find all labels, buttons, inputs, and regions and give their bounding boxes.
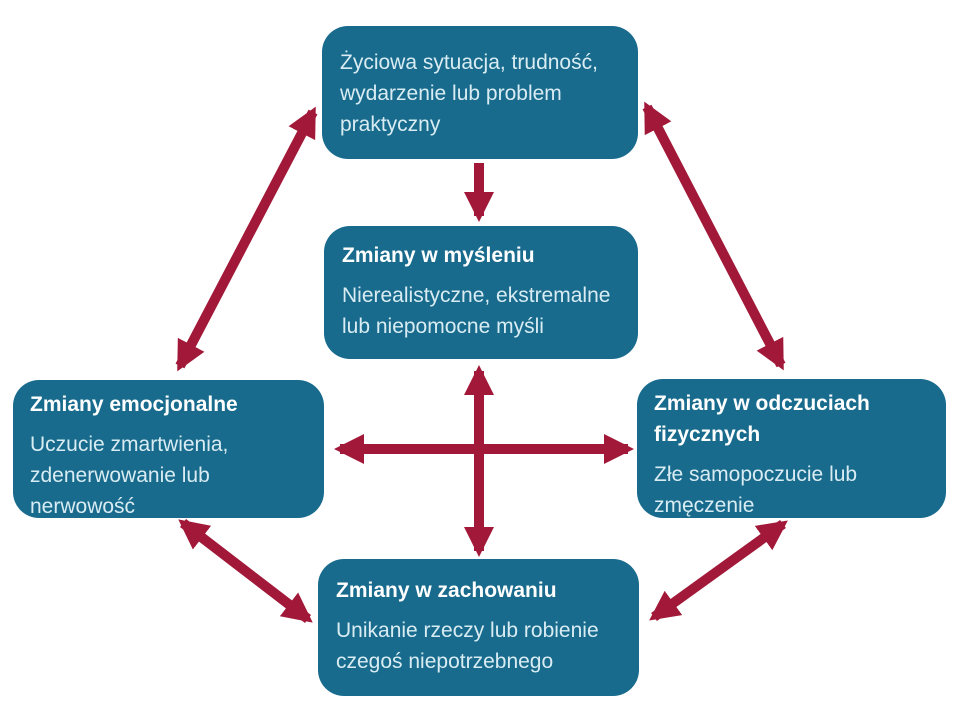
node-emotions-text: Uczucie zmartwienia, zdenerwowanie lub n… (30, 433, 229, 518)
node-emotions-title: Zmiany emocjonalne (30, 393, 238, 416)
node-physical-text: Złe samopoczucie lub zmęczenie (654, 463, 858, 517)
node-thoughts: Zmiany w myśleniu Nierealistyczne, ekstr… (324, 226, 638, 359)
node-emotions: Zmiany emocjonalne Uczucie zmartwienia, … (13, 380, 324, 518)
node-behaviour: Zmiany w zachowaniu Unikanie rzeczy lub … (318, 559, 639, 696)
node-situation: Życiowa sytuacja, trudność, wydarzenie l… (322, 26, 638, 159)
node-behaviour-title: Zmiany w zachowaniu (336, 579, 557, 602)
arrow-situation-physical (642, 101, 786, 371)
arrow-physical-behaviour (649, 519, 788, 622)
node-thoughts-text: Nierealistyczne, ekstremalne lub niepomo… (342, 284, 611, 338)
node-physical: Zmiany w odczuciach fizycznych Złe samop… (637, 379, 946, 518)
arrow-situation-emotions (175, 106, 318, 372)
arrow-emotions-behaviour (178, 519, 313, 623)
node-physical-title: Zmiany w odczuciach fizycznych (654, 392, 870, 446)
node-behaviour-text: Unikanie rzeczy lub robienie czegoś niep… (336, 619, 599, 673)
node-thoughts-title: Zmiany w myśleniu (342, 244, 535, 267)
node-situation-text: Życiowa sytuacja, trudność, wydarzenie l… (340, 51, 598, 136)
